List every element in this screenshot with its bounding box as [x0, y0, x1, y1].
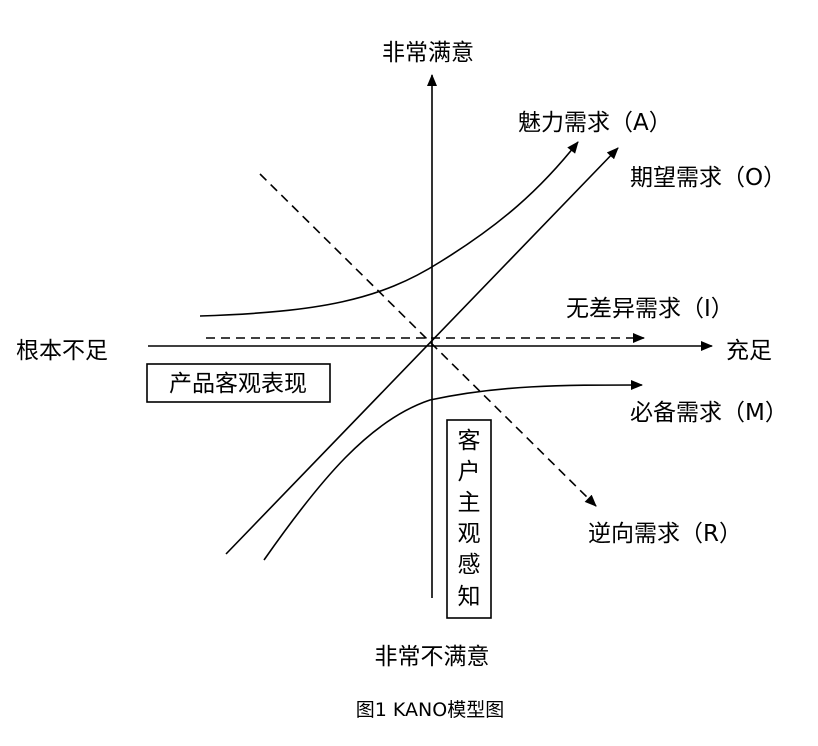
customer-perception-char: 户	[458, 459, 481, 485]
reverse-curve	[259, 173, 597, 507]
customer-perception-char: 观	[458, 521, 481, 547]
product-performance-label: 产品客观表现	[169, 371, 307, 397]
y-axis-bottom-label: 非常不满意	[375, 644, 490, 670]
customer-perception-char: 客	[458, 428, 481, 454]
y-axis-top-label: 非常满意	[382, 40, 474, 66]
must-be-curve	[263, 380, 643, 561]
figure-caption: 图1 KANO模型图	[356, 699, 504, 721]
one-dimensional-curve	[225, 147, 619, 555]
attractive-label: 魅力需求（A）	[518, 110, 672, 136]
indifferent-label: 无差异需求（I）	[566, 296, 734, 322]
x-axis-left-label: 根本不足	[16, 338, 108, 364]
customer-perception-char: 主	[458, 490, 481, 516]
customer-perception-label: 客 户 主 观 感 知	[458, 428, 481, 610]
customer-perception-char: 感	[458, 552, 481, 578]
reverse-label: 逆向需求（R）	[588, 521, 742, 547]
one-dimensional-label: 期望需求（O）	[630, 165, 786, 191]
customer-perception-char: 知	[458, 584, 481, 610]
must-be-label: 必备需求（M）	[630, 400, 788, 426]
product-performance-box	[146, 363, 331, 403]
x-axis-right-label: 充足	[726, 338, 772, 364]
attractive-curve	[199, 141, 579, 317]
customer-perception-box	[446, 419, 492, 619]
